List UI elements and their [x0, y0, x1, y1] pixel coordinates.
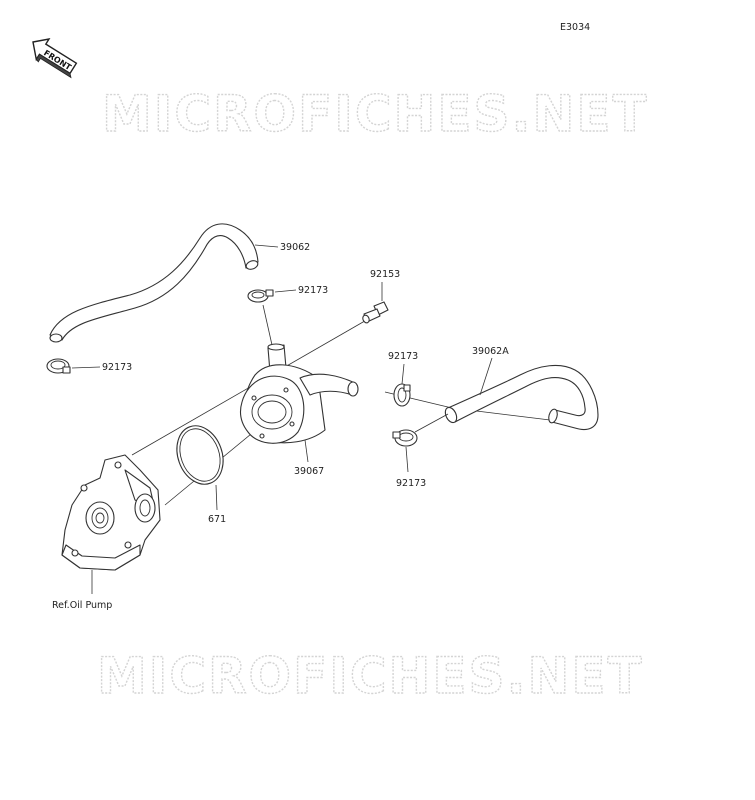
bolt-92153: [362, 301, 389, 324]
leader-hose-upper: [254, 244, 279, 248]
callout-hose-right: 39062A: [472, 346, 509, 357]
hose-39062a: [444, 364, 599, 431]
clamp-upper-right: [247, 289, 274, 303]
oring-671: [176, 425, 224, 485]
hose-39062: [49, 223, 259, 343]
leader-clamp-left: [71, 366, 101, 369]
leader-clamp-lower: [405, 446, 409, 473]
callout-oil-cooler: 39067: [294, 466, 324, 477]
front-arrow-icon: FRONT: [32, 38, 78, 79]
clamp-lower: [392, 429, 418, 447]
leader-hose-right: [479, 357, 493, 396]
callout-clamp-upper-right: 92173: [298, 285, 328, 296]
oil-cooler-39067: [239, 343, 359, 444]
leader-oil-cooler: [304, 439, 309, 463]
callout-clamp-mid: 92173: [388, 351, 418, 362]
watermark-top: MICROFICHES.NET: [102, 85, 649, 143]
callout-bolt: 92153: [370, 269, 400, 280]
callout-oring: 671: [208, 514, 226, 525]
diagram-code: E3034: [560, 22, 590, 33]
callout-clamp-left: 92173: [102, 362, 132, 373]
leader-clamp-mid: [401, 363, 405, 385]
clamp-left: [46, 358, 71, 374]
oil-pump-ref: [61, 454, 161, 571]
clamp-mid: [393, 383, 411, 407]
callout-hose-upper: 39062: [280, 242, 310, 253]
callout-clamp-lower: 92173: [396, 478, 426, 489]
leader-clamp-upper-right: [274, 289, 297, 293]
leader-clamp-lower-to-hose: [414, 413, 449, 433]
callout-oil-pump: Ref.Oil Pump: [52, 600, 112, 611]
leader-oring: [215, 484, 218, 511]
watermark-bottom: MICROFICHES.NET: [97, 647, 644, 705]
leader-clamp-to-cooler: [262, 304, 273, 346]
